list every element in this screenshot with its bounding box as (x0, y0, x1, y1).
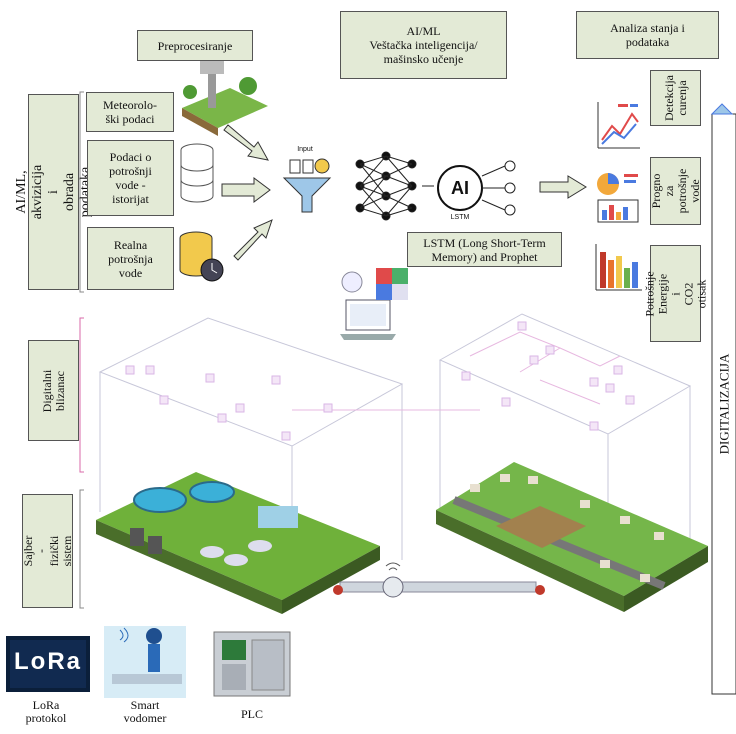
prognoza-label: Progno za potrošnje vode (648, 168, 702, 214)
town (436, 462, 708, 612)
sajber-box: Sajber - fizički sistem (20, 494, 74, 608)
lstm-small-label: LSTM (450, 214, 470, 221)
chart-bar-icon (595, 244, 642, 291)
treatment-plant (96, 472, 380, 614)
input-small-label: Input (297, 146, 313, 153)
bracket-akvizicija (79, 91, 84, 293)
meteoroloski-box: Meteorolo- ški podaci (86, 92, 174, 132)
weather-station-icon (182, 60, 268, 136)
bracket-sajber (79, 489, 84, 609)
laptop-icon (340, 271, 396, 340)
analiza-box: Analiza stanja i podataka (576, 11, 719, 59)
potrosnja-energije-box: Potrošnje Energije i CO2 otisak (642, 245, 708, 342)
aiml-title-box: AI/ML Veštačka inteligencija/ mašinsko u… (340, 11, 507, 79)
potrosnja-energije-label: Potrošnje Energije i CO2 otisak (642, 270, 708, 317)
data-clock-icon (179, 231, 224, 282)
digitalizacija-label: DIGITALIZACIJA (716, 353, 732, 455)
digitalni-blizanac-box: Digitalni blizanac (28, 340, 79, 441)
plc-icon (213, 631, 291, 697)
prognoza-box: Progno za potrošnje vode (648, 157, 702, 225)
akvizicija-box: AI/ML, akvizicija i obrada podataka (14, 94, 93, 290)
plc-label: PLC (240, 707, 263, 721)
lora-label: LoRa protokol (25, 698, 67, 725)
detekcija-box: Detekcija curenja (650, 70, 701, 126)
digitalizacija-box: DIGITALIZACIJA (713, 115, 735, 693)
input-arrows (221, 124, 587, 261)
akvizicija-label: AI/ML, akvizicija i obrada podataka (13, 164, 93, 220)
realna-potrosnja-box: Realna potrošnja vode (87, 227, 174, 290)
funnel-icon (282, 158, 332, 213)
database-icon (180, 143, 214, 203)
ai-chip-label: AI (451, 178, 469, 198)
twin-nodes (125, 321, 635, 441)
sajber-label: Sajber - fizički sistem (20, 535, 74, 567)
cube-icon (376, 268, 408, 300)
smart-meter-icon (104, 626, 186, 698)
lora-logo-text: LoRa (14, 648, 82, 675)
digitalizacija-arrowhead (710, 103, 734, 115)
bracket-digitalni (79, 317, 84, 473)
preprocesiranje-box: Preprocesiranje (137, 30, 253, 61)
water-pipe (333, 562, 545, 598)
digitalni-blizanac-label: Digitalni blizanac (39, 369, 67, 412)
lstm-box: LSTM (Long Short-Term Memory) and Prophe… (407, 232, 562, 267)
chart-pie-icon (597, 173, 639, 223)
detekcija-label: Detekcija curenja (661, 75, 689, 121)
smart-label: Smart vodomer (123, 698, 167, 725)
potrosnja-istorijat-box: Podaci o potrošnji vode - istorijat (87, 140, 174, 216)
chart-line-icon (596, 100, 640, 150)
lora-logo-icon (6, 636, 90, 692)
neural-network-icon (355, 151, 516, 221)
